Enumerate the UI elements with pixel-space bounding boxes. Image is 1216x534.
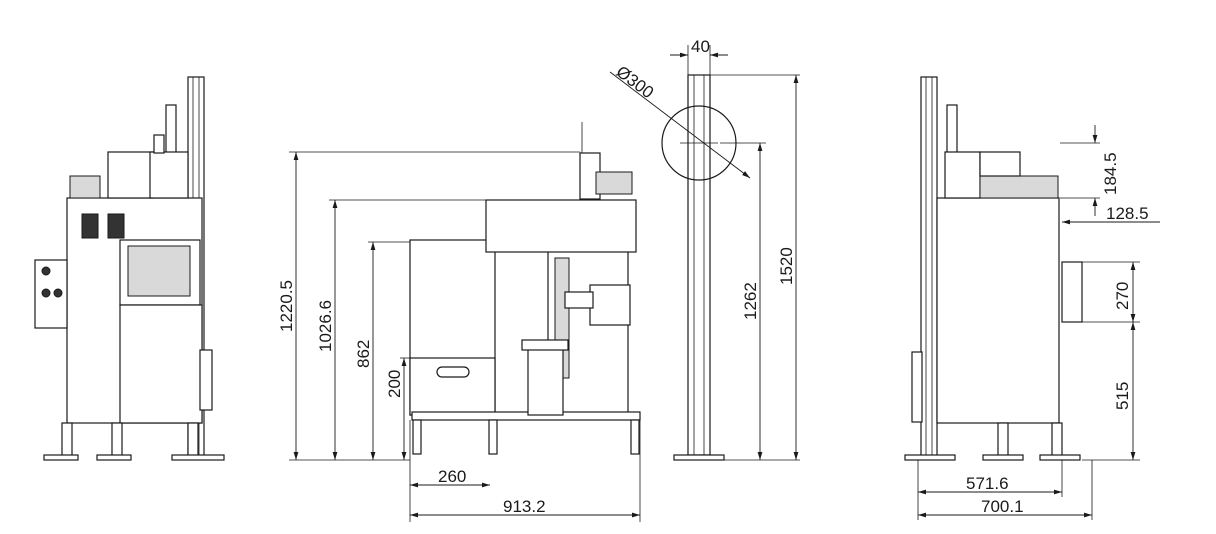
- dim-200: 200: [385, 370, 404, 398]
- front-view: [409, 122, 641, 455]
- right-view-feet: [904, 422, 1081, 461]
- dimension-labels: 40 Ø300 1520 1262 1220.5 1026.6 862 200 …: [277, 37, 1149, 516]
- dim-1026-6: 1026.6: [316, 300, 335, 352]
- dim-1520: 1520: [777, 247, 796, 285]
- dim-1220-5: 1220.5: [277, 280, 296, 332]
- left-view-feet: [43, 422, 225, 461]
- left-side-view: [34, 76, 225, 461]
- spool-column-view: [661, 74, 737, 461]
- dim-571-6: 571.6: [966, 474, 1009, 493]
- dim-diameter-300: Ø300: [613, 62, 658, 102]
- dimension-lines: [293, 52, 1160, 518]
- dim-184-5: 184.5: [1101, 152, 1120, 195]
- dim-128-5: 128.5: [1106, 204, 1149, 223]
- dim-862: 862: [354, 340, 373, 368]
- dim-913-2: 913.2: [503, 497, 546, 516]
- dim-260: 260: [438, 467, 466, 486]
- dim-1262: 1262: [741, 282, 760, 320]
- dim-700-1: 700.1: [981, 497, 1024, 516]
- right-side-view: [904, 76, 1083, 461]
- dim-270: 270: [1113, 282, 1132, 310]
- dim-40: 40: [691, 37, 710, 56]
- extension-lines: [289, 45, 1140, 522]
- dim-515: 515: [1113, 382, 1132, 410]
